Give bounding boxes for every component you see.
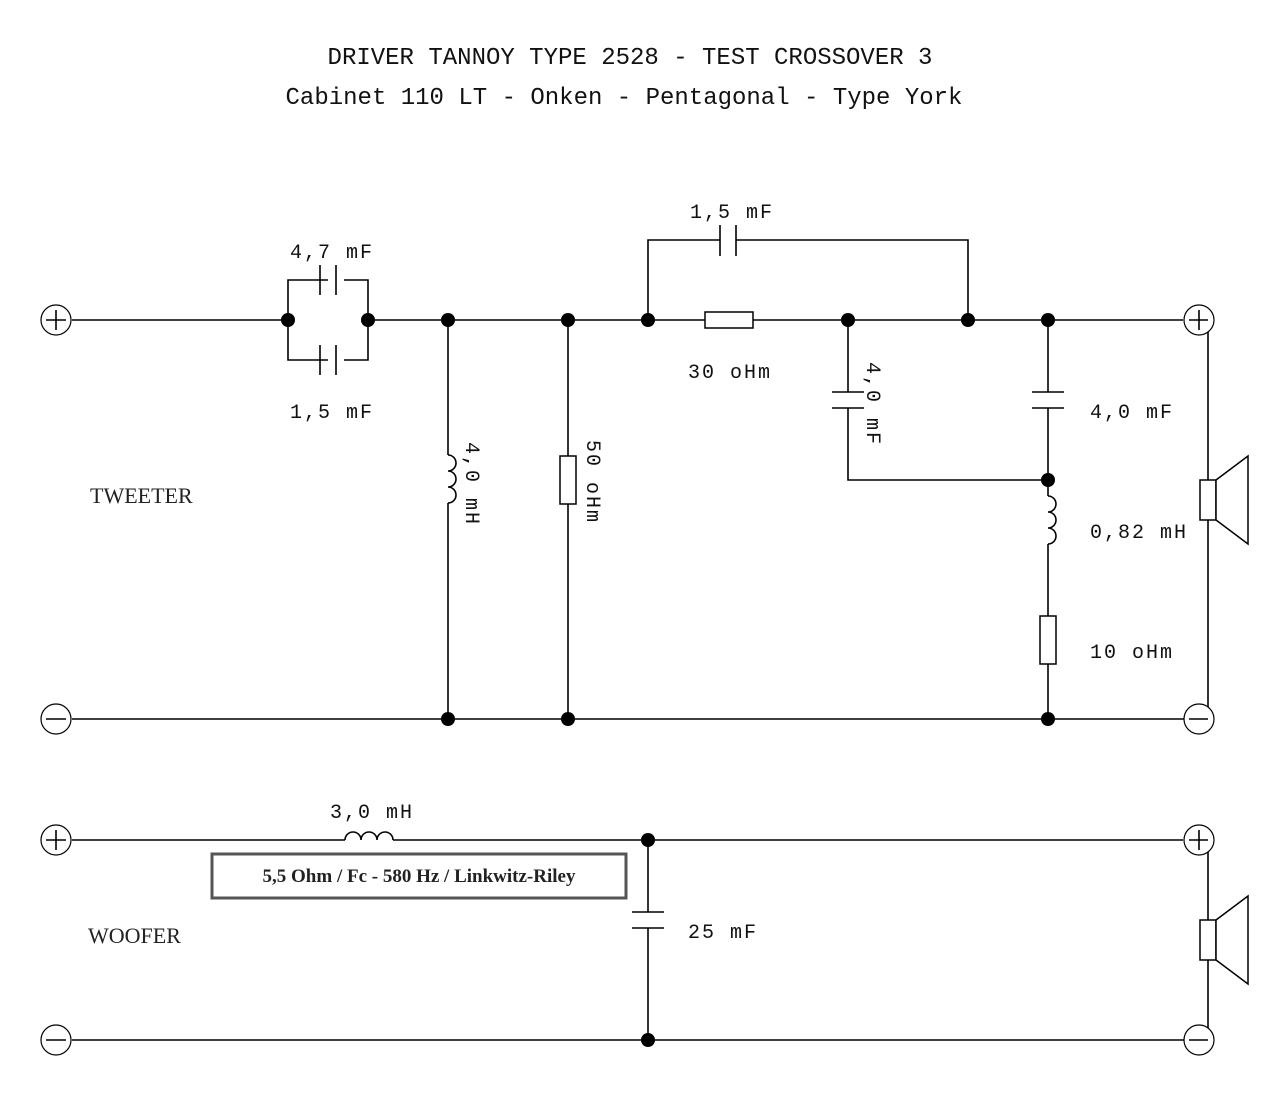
inductor-shunt	[447, 320, 457, 719]
junction-dot	[441, 313, 455, 327]
woofer-circuit: 3,0 mH 25 mF 5,5 Ohm / Fc - 580 Hz / Lin…	[40, 802, 1249, 1056]
terminal-tweeter-out-plus	[1183, 304, 1215, 336]
resistor	[1039, 615, 1057, 665]
label-c-parallel-top: 4,7 mF	[290, 242, 374, 265]
junction-dot	[841, 313, 855, 327]
junction-dot	[561, 313, 575, 327]
terminal-woofer-out-plus	[1183, 824, 1215, 856]
label-c-parallel-bottom: 1,5 mF	[290, 402, 374, 425]
label-c-notch: 4,0 mF	[860, 362, 883, 446]
label-r-shunt: 50 oHm	[580, 440, 603, 524]
label-l-right: 0,82 mH	[1090, 522, 1188, 545]
tweeter-section-label: TWEETER	[90, 483, 193, 508]
terminal-woofer-in-plus	[40, 824, 72, 856]
label-l-shunt: 4,0 mH	[459, 442, 482, 526]
capacitor-notch	[832, 320, 1048, 481]
junction-dot	[1041, 473, 1055, 487]
resistor-shunt	[559, 320, 577, 719]
junction-dot	[641, 833, 655, 847]
tweeter-circuit: 4,7 mF 1,5 mF 4,0 mH 50 oHm 1,5 mF 30 oH…	[40, 202, 1249, 735]
capacitor-woofer-shunt	[632, 840, 664, 1040]
junction-dot	[641, 1033, 655, 1047]
junction-dot	[641, 313, 655, 327]
label-r-right: 10 oHm	[1090, 642, 1174, 665]
junction-dot	[961, 313, 975, 327]
title-line-2: Cabinet 110 LT - Onken - Pentagonal - Ty…	[286, 85, 963, 112]
label-l-woofer: 3,0 mH	[330, 802, 414, 825]
label-c-woofer: 25 mF	[688, 922, 758, 945]
terminal-tweeter-in-plus	[40, 304, 72, 336]
woofer-section-label: WOOFER	[88, 923, 181, 948]
terminal-tweeter-out-minus	[1183, 703, 1215, 735]
junction-nodes	[281, 313, 1055, 726]
capacitor-bypass	[647, 225, 969, 320]
capacitor-parallel-pair	[287, 265, 369, 375]
title-line-1: DRIVER TANNOY TYPE 2528 - TEST CROSSOVER…	[328, 45, 933, 72]
terminal-tweeter-in-minus	[40, 703, 72, 735]
resistor-series	[704, 311, 754, 329]
junction-dot	[361, 313, 375, 327]
label-c-series-right: 4,0 mF	[1090, 402, 1174, 425]
woofer-speaker-icon	[1199, 840, 1249, 1040]
label-r-series: 30 oHm	[688, 362, 772, 385]
label-c-bypass: 1,5 mF	[690, 202, 774, 225]
junction-dot	[1041, 712, 1055, 726]
junction-dot	[281, 313, 295, 327]
terminal-woofer-out-minus	[1183, 1024, 1215, 1056]
crossover-spec-note: 5,5 Ohm / Fc - 580 Hz / Linkwitz-Riley	[210, 852, 628, 900]
crossover-spec-text: 5,5 Ohm / Fc - 580 Hz / Linkwitz-Riley	[263, 866, 576, 887]
junction-dot	[441, 712, 455, 726]
inductor	[1047, 495, 1057, 545]
inductor-woofer-series	[344, 831, 394, 841]
tweeter-speaker-icon	[1199, 320, 1249, 719]
terminal-woofer-in-minus	[40, 1024, 72, 1056]
right-branch	[1032, 320, 1064, 719]
junction-dot	[561, 712, 575, 726]
junction-dot	[1041, 313, 1055, 327]
